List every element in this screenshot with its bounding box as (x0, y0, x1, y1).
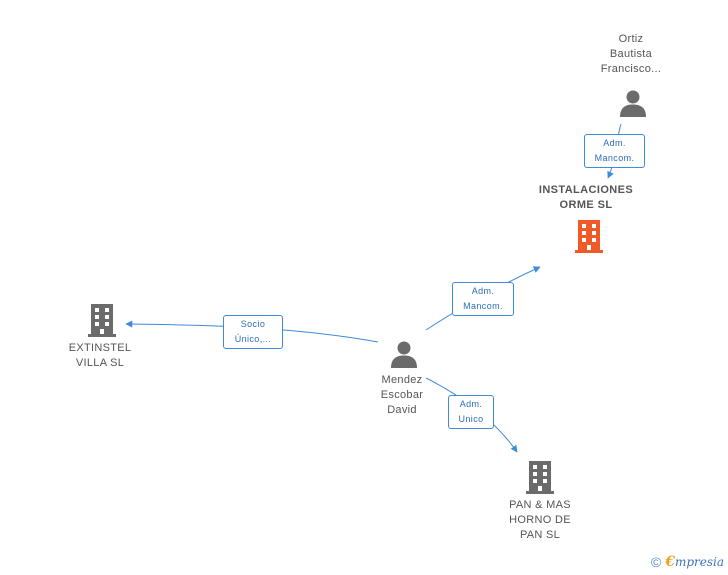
company-building-icon[interactable] (524, 459, 556, 495)
edge-label-line: Adm. (471, 286, 495, 296)
company-building-icon[interactable] (573, 218, 605, 254)
person-icon[interactable] (618, 88, 648, 118)
node-label-line: Francisco... (600, 63, 662, 75)
edge-label-ortiz-instalaciones[interactable]: Adm. Mancom. (584, 134, 645, 168)
node-label-instalaciones[interactable]: INSTALACIONES ORME SL (526, 183, 646, 213)
person-icon[interactable] (389, 339, 419, 369)
node-label-line: Escobar (380, 389, 424, 401)
edge-label-mendez-instalaciones[interactable]: Adm. Mancom. (452, 282, 514, 316)
edge-label-mendez-extinstel[interactable]: Socio Único,... (223, 315, 283, 349)
node-label-line: Mendez (381, 374, 423, 386)
company-building-icon[interactable] (86, 302, 118, 338)
edge-label-line: Socio (240, 319, 266, 329)
node-label-line: Ortiz (618, 33, 644, 45)
node-label-line: David (387, 404, 417, 416)
node-label-line: PAN SL (519, 529, 561, 541)
brand-initial: € (665, 554, 675, 570)
node-label-line: Bautista (609, 48, 653, 60)
edge-label-line: Unico (458, 414, 484, 424)
edge-label-line: Único,... (234, 334, 272, 344)
node-label-line: VILLA SL (75, 357, 125, 369)
edge-label-line: Adm. (603, 138, 626, 148)
edge-label-line: Mancom. (463, 301, 503, 311)
node-label-mendez[interactable]: Mendez Escobar David (358, 373, 446, 418)
node-label-panymas[interactable]: PAN & MAS HORNO DE PAN SL (492, 498, 588, 543)
edge-label-line: Mancom. (594, 153, 635, 163)
node-label-line: INSTALACIONES (538, 184, 634, 196)
copyright-icon: © (650, 554, 662, 570)
brand-text: mpresia (674, 555, 724, 569)
node-label-line: HORNO DE (509, 514, 571, 526)
node-label-ortiz[interactable]: Ortiz Bautista Francisco... (585, 32, 677, 77)
brand-logo: €mpresia (665, 554, 724, 570)
node-label-line: ORME SL (559, 199, 613, 211)
node-label-line: EXTINSTEL (68, 342, 132, 354)
edge-label-line: Adm. (459, 399, 483, 409)
edge-label-mendez-panymas[interactable]: Adm. Unico (448, 395, 494, 429)
node-label-extinstel[interactable]: EXTINSTEL VILLA SL (52, 341, 148, 371)
empresia-watermark: © €mpresia (651, 553, 724, 571)
node-label-line: PAN & MAS (509, 499, 571, 511)
